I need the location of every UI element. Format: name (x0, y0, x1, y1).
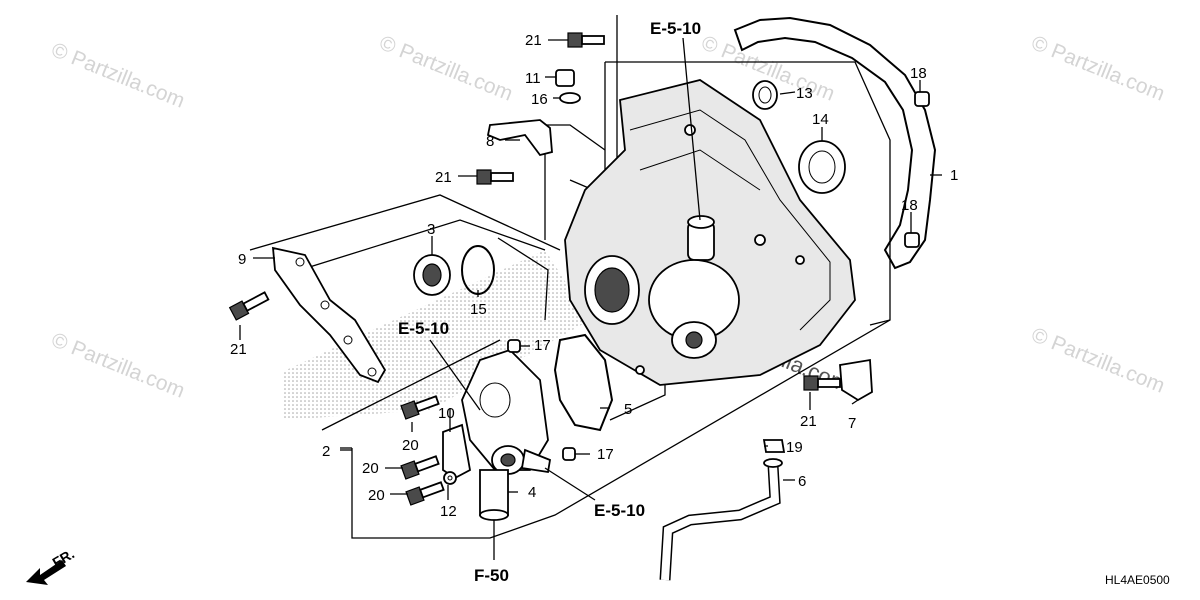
reference-labels: E-5-10 E-5-10 E-5-10 F-50 (398, 19, 701, 585)
cap-17-upper (507, 339, 521, 353)
front-arrow-icon (26, 560, 66, 585)
bolt-20-b (400, 455, 440, 480)
reference-f-50: F-50 (474, 566, 509, 585)
assembly-lines (249, 15, 891, 539)
callout-4: 4 (528, 484, 536, 501)
clip-19 (762, 439, 786, 453)
watermark-top-left: © Partzilla.com (48, 38, 188, 112)
leader-lines (239, 37, 942, 560)
gasket (733, 16, 937, 270)
reference-e-5-10-middle: E-5-10 (398, 319, 449, 338)
callout-17-upper: 17 (534, 337, 551, 354)
oil-plug (555, 69, 575, 87)
watermark-top-center: © Partzilla.com (376, 31, 516, 105)
shading-left (282, 250, 590, 420)
callout-14: 14 (812, 111, 829, 128)
watermark-top-right: © Partzilla.com (1028, 31, 1168, 105)
plate-9 (271, 246, 387, 384)
callout-9: 9 (238, 251, 246, 268)
callout-12: 12 (440, 503, 457, 520)
callout-19: 19 (786, 439, 803, 456)
callout-11: 11 (525, 70, 541, 87)
callout-20-c: 20 (368, 487, 385, 504)
callout-17-lower: 17 (597, 446, 614, 463)
callout-2: 2 (322, 443, 330, 460)
o-ring-16 (559, 92, 581, 104)
water-pump-cover (461, 348, 552, 521)
cap-17-lower (562, 447, 576, 461)
bolt-21-top (567, 32, 605, 48)
watermark-mid-left: © Partzilla.com (48, 328, 188, 402)
callout-3: 3 (427, 221, 435, 238)
callout-20-a: 20 (402, 437, 419, 454)
callout-labels: 1 2 3 4 5 6 7 8 9 10 11 12 13 14 15 16 1… (230, 32, 958, 520)
callout-21-bracket: 21 (435, 169, 452, 186)
right-crankcase-cover (564, 79, 856, 386)
reference-e-5-10-lower: E-5-10 (594, 501, 645, 520)
callout-21-right: 21 (800, 413, 817, 430)
watermark-mid-right: © Partzilla.com (1028, 323, 1168, 397)
callout-15: 15 (470, 301, 487, 318)
seal-3 (413, 254, 451, 296)
callout-16: 16 (531, 91, 548, 108)
bolt-21-bracket (476, 169, 514, 185)
washer-12 (443, 471, 457, 485)
callout-20-b: 20 (362, 460, 379, 477)
dowel-pin-upper (914, 91, 930, 107)
bolt-21-right (803, 375, 841, 391)
callout-13: 13 (796, 85, 813, 102)
callout-1: 1 (950, 167, 958, 184)
callout-18-lower: 18 (901, 197, 918, 214)
dowel-pin-lower (904, 232, 920, 248)
callout-5: 5 (624, 401, 632, 418)
bolt-20-c (405, 481, 445, 506)
reference-e-5-10-top: E-5-10 (650, 19, 701, 38)
bracket-8 (486, 119, 553, 157)
bracket-10 (442, 423, 472, 480)
callout-18-upper: 18 (910, 65, 927, 82)
diagram-code: HL4AE0500 (1105, 573, 1170, 587)
bolts (228, 32, 841, 506)
callout-10: 10 (438, 405, 455, 422)
front-indicator: FR. (26, 545, 77, 585)
oil-seal-13 (752, 80, 778, 110)
callout-8: 8 (486, 133, 494, 150)
oil-seal-14 (798, 140, 846, 194)
bolt-21-left (228, 291, 270, 321)
bolt-20-a (400, 395, 440, 420)
bracket-7 (839, 358, 873, 402)
callout-7: 7 (848, 415, 856, 432)
callout-6: 6 (798, 473, 806, 490)
callout-21-top: 21 (525, 32, 542, 49)
o-ring-5 (553, 333, 614, 432)
callout-21-left: 21 (230, 341, 247, 358)
